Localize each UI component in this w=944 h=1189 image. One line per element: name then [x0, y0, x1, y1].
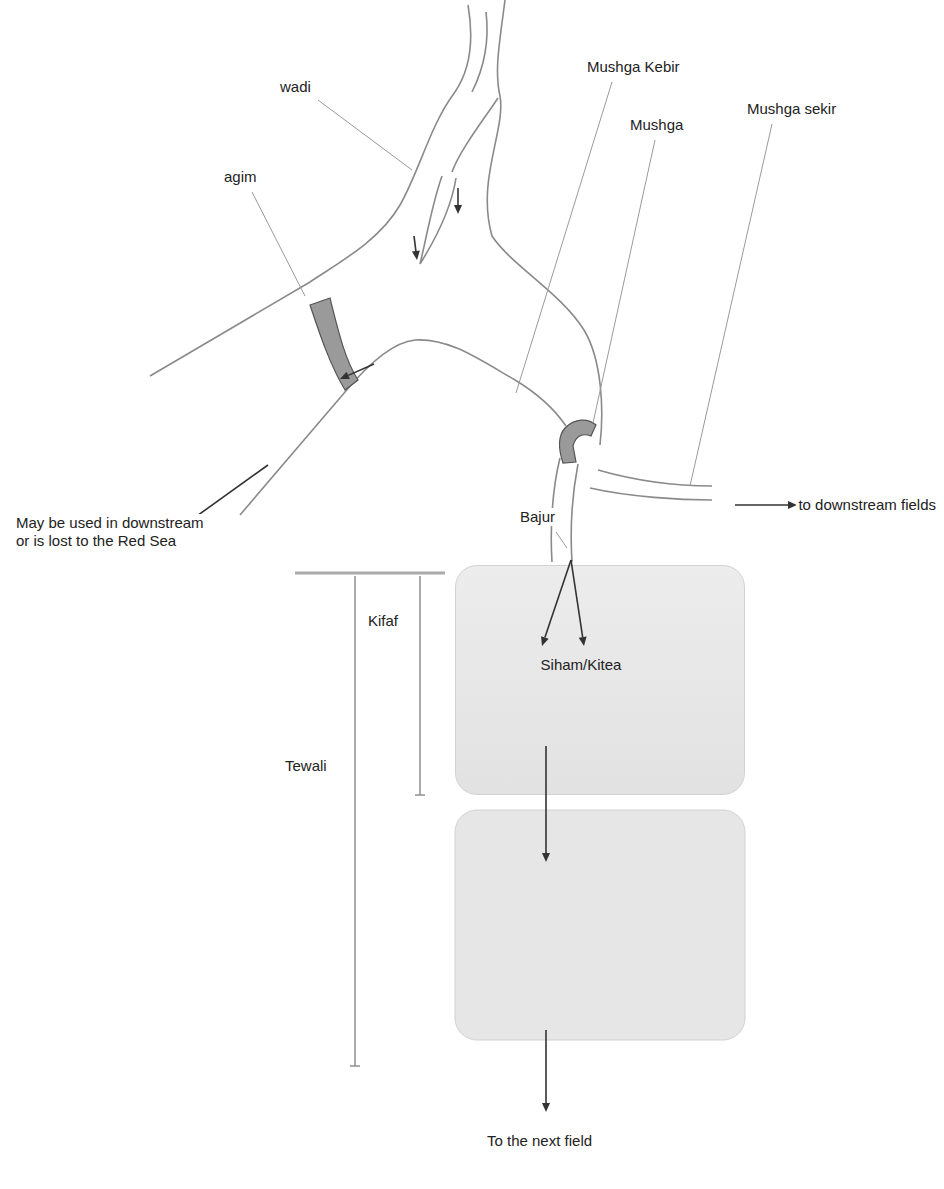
leader-lines	[252, 82, 772, 548]
agim-structure	[310, 298, 358, 390]
field-plot: Siham/Kitea	[455, 565, 745, 795]
dimension-lines	[295, 573, 445, 1066]
part-label: to downstream fields	[796, 496, 938, 514]
field-label: Siham/Kitea	[541, 656, 622, 673]
part-label: Kifaf	[366, 612, 400, 630]
part-label: agim	[222, 168, 259, 186]
part-label: May be used in downstream or is lost to …	[14, 514, 218, 550]
flow-arrow	[340, 364, 374, 379]
part-label: Mushga sekir	[745, 100, 838, 118]
mushga-structure	[559, 420, 596, 463]
part-label: To the next field	[485, 1132, 594, 1150]
flow-arrow	[542, 746, 550, 862]
part-label: Tewali	[283, 757, 329, 775]
field-arrows	[456, 566, 746, 796]
channel-banks	[150, 0, 712, 562]
flow-arrows	[162, 188, 797, 541]
flow-arrow	[571, 560, 587, 646]
flow-arrow	[542, 1030, 550, 1112]
part-label: wadi	[278, 78, 313, 96]
part-label: Bajur	[518, 508, 557, 526]
flow-arrow	[454, 188, 462, 214]
flow-arrow	[735, 501, 797, 509]
flow-arrow	[412, 236, 420, 260]
flow-arrow	[541, 560, 571, 646]
second-field	[455, 810, 745, 1040]
part-label: Mushga Kebir	[585, 58, 682, 76]
part-label: Mushga	[628, 116, 685, 134]
